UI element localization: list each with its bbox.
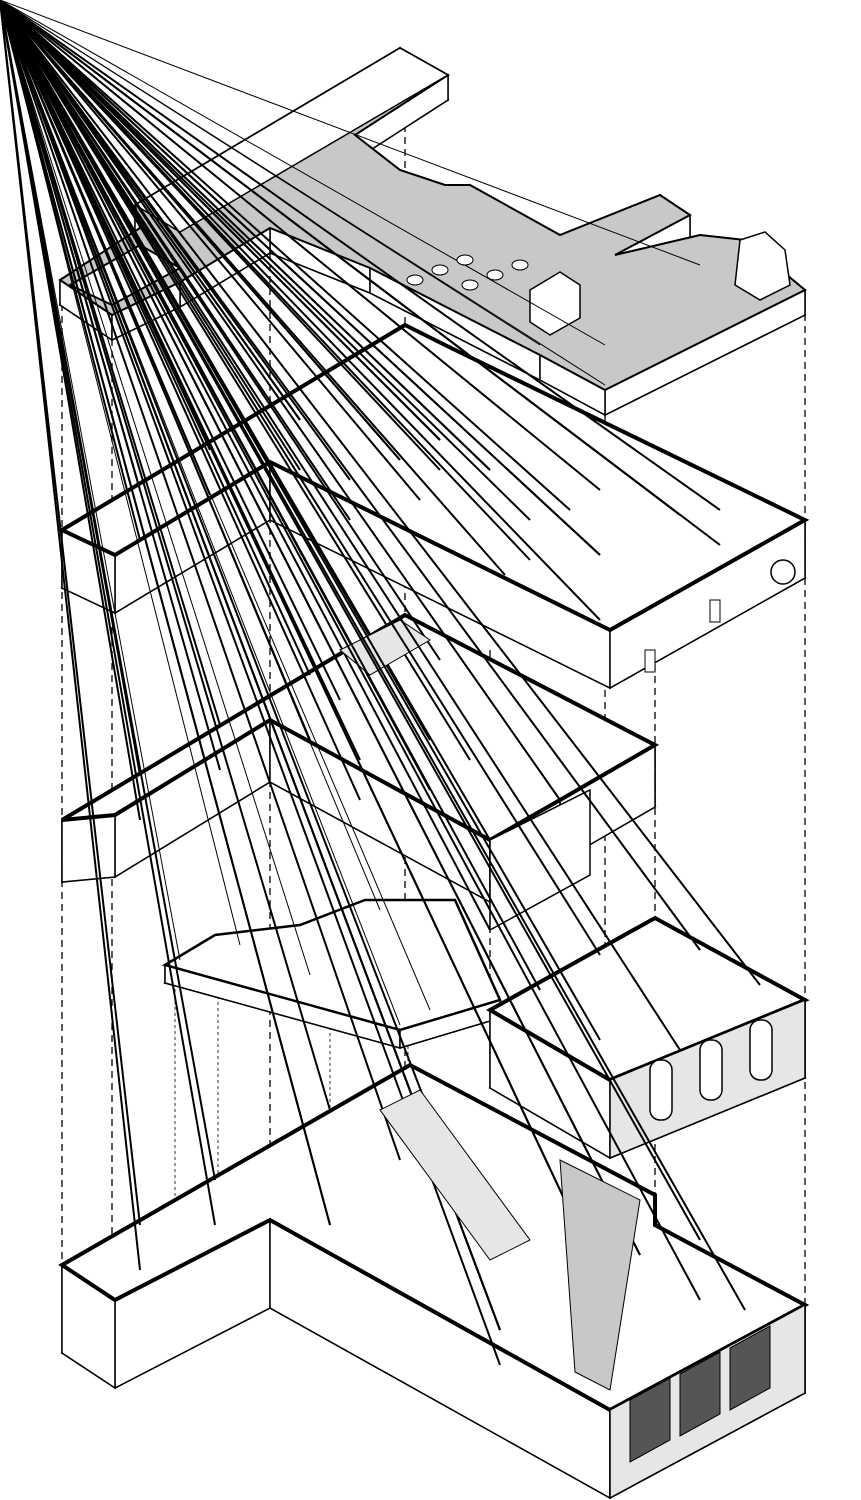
interior-wall — [0, 0, 601, 1276]
interior-wall — [0, 0, 431, 1011]
interior-wall — [0, 0, 761, 986]
interior-wall — [0, 0, 601, 491]
interior-wall — [0, 0, 361, 801]
oeil-de-boeuf-window — [770, 559, 796, 585]
interior-wall — [0, 0, 601, 621]
window — [644, 649, 656, 673]
level-roof — [0, 0, 807, 417]
shutter-grille — [629, 1377, 671, 1463]
interior-wall — [0, 0, 401, 1161]
interior-wall — [0, 0, 491, 471]
interior-wall — [0, 0, 381, 911]
floor-levels — [0, 0, 810, 1500]
roof-furniture — [486, 269, 504, 281]
interior-wall — [0, 0, 331, 1111]
arched-window — [699, 1039, 723, 1101]
interior-wall — [0, 0, 721, 511]
interior-wall — [0, 0, 421, 501]
interior-wall — [0, 0, 441, 661]
roof-furniture — [456, 254, 474, 266]
interior-wall — [0, 0, 606, 346]
interior-wall — [0, 0, 221, 771]
interior-wall — [0, 0, 701, 266]
window — [709, 599, 721, 623]
interior-wall — [0, 0, 571, 511]
level-ground-floor — [0, 0, 810, 1500]
interior-wall — [0, 0, 341, 701]
level-upper-floor — [0, 0, 810, 690]
interior-wall — [0, 0, 441, 1141]
interior-wall — [0, 0, 601, 1041]
interior-wall — [0, 0, 216, 1181]
arched-window — [749, 1019, 773, 1081]
interior-wall — [0, 0, 641, 1256]
interior-wall — [0, 0, 721, 546]
interior-wall — [0, 0, 701, 1241]
roof-furniture — [431, 264, 449, 276]
interior-wall — [0, 0, 601, 956]
wall-face — [61, 814, 116, 883]
interior-wall — [0, 0, 701, 1301]
stair-shadow — [559, 1159, 641, 1391]
interior-wall — [0, 0, 491, 931]
roof-furniture — [406, 274, 424, 286]
shutter-grille — [679, 1351, 721, 1437]
interior-wall — [0, 0, 216, 1226]
interior-wall — [0, 0, 541, 991]
roof-hatch — [529, 271, 581, 336]
interior-wall — [0, 0, 141, 1271]
arched-window — [649, 1059, 673, 1121]
interior-wall — [0, 0, 606, 386]
interior-wall — [0, 0, 506, 576]
interior-wall — [0, 0, 331, 1226]
front-facade-block — [0, 0, 810, 1160]
interior-wall — [0, 0, 701, 951]
roof-furniture — [461, 279, 479, 291]
interior-wall — [0, 0, 561, 801]
interior-wall — [0, 0, 531, 561]
roof-furniture — [511, 259, 529, 271]
main-staircase — [379, 1089, 531, 1261]
shutter-grille — [729, 1325, 771, 1411]
interior-wall — [0, 0, 681, 1051]
interior-wall — [0, 0, 531, 521]
chimney — [734, 231, 791, 301]
interior-wall — [0, 0, 241, 946]
interior-wall — [0, 0, 601, 556]
interior-wall — [0, 0, 311, 976]
